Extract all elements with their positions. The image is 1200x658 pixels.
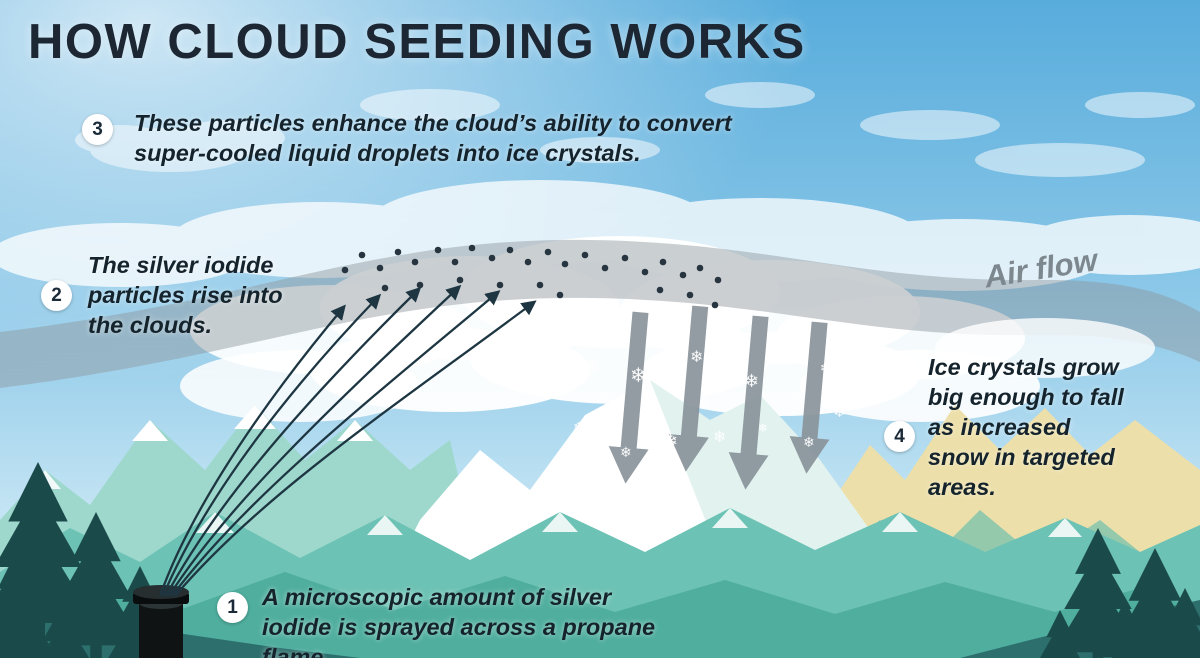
svg-text:❄: ❄ (655, 339, 665, 353)
svg-text:❄: ❄ (610, 329, 620, 343)
svg-text:❄: ❄ (642, 410, 654, 426)
snow-fall-arrows (608, 305, 830, 490)
step-1-badge: 1 (217, 592, 248, 623)
step-3-text: These particles enhance the cloud’s abil… (134, 110, 732, 167)
svg-text:❄: ❄ (630, 363, 647, 387)
svg-text:❄: ❄ (803, 435, 815, 451)
svg-text:❄: ❄ (744, 371, 759, 392)
svg-text:❄: ❄ (730, 330, 742, 346)
snowflakes: ❄ ❄ ❄ ❄ ❄ ❄ ❄ ❄ ❄ ❄ ❄ ❄ ❄ ❄ ❄ ❄ ❄ ❄ ❄ ❄ … (560, 329, 846, 465)
svg-text:❄: ❄ (713, 427, 726, 446)
svg-text:❄: ❄ (690, 347, 703, 366)
step-2-text: The silver iodide particles rise into th… (88, 252, 283, 339)
svg-text:❄: ❄ (820, 361, 830, 375)
step-3-badge: 3 (82, 114, 113, 145)
svg-text:❄: ❄ (566, 451, 576, 465)
particle-dots (341, 244, 722, 309)
seeding-generator (133, 585, 189, 658)
svg-text:❄: ❄ (585, 356, 600, 377)
svg-text:❄: ❄ (775, 345, 787, 361)
clouds-upper (0, 82, 1200, 291)
air-flow-band (0, 239, 1200, 388)
svg-text:❄: ❄ (663, 431, 678, 452)
rising-particle-arrows (158, 284, 537, 597)
clouds-foreground (180, 312, 1155, 422)
svg-text:❄: ❄ (620, 445, 632, 461)
step-4-badge: 4 (884, 421, 915, 452)
svg-text:❄: ❄ (790, 387, 803, 406)
svg-text:❄: ❄ (598, 387, 611, 406)
svg-text:❄: ❄ (560, 333, 572, 349)
step-2-badge: 2 (41, 280, 72, 311)
page-title: HOW CLOUD SEEDING WORKS (28, 15, 806, 69)
svg-text:❄: ❄ (700, 396, 710, 410)
svg-text:❄: ❄ (573, 420, 585, 436)
step-4-text: Ice crystals grow big enough to fall as … (928, 354, 1124, 501)
step-1-text: A microscopic amount of silver iodide is… (262, 584, 656, 658)
svg-text:❄: ❄ (758, 421, 768, 435)
svg-text:❄: ❄ (833, 402, 846, 421)
